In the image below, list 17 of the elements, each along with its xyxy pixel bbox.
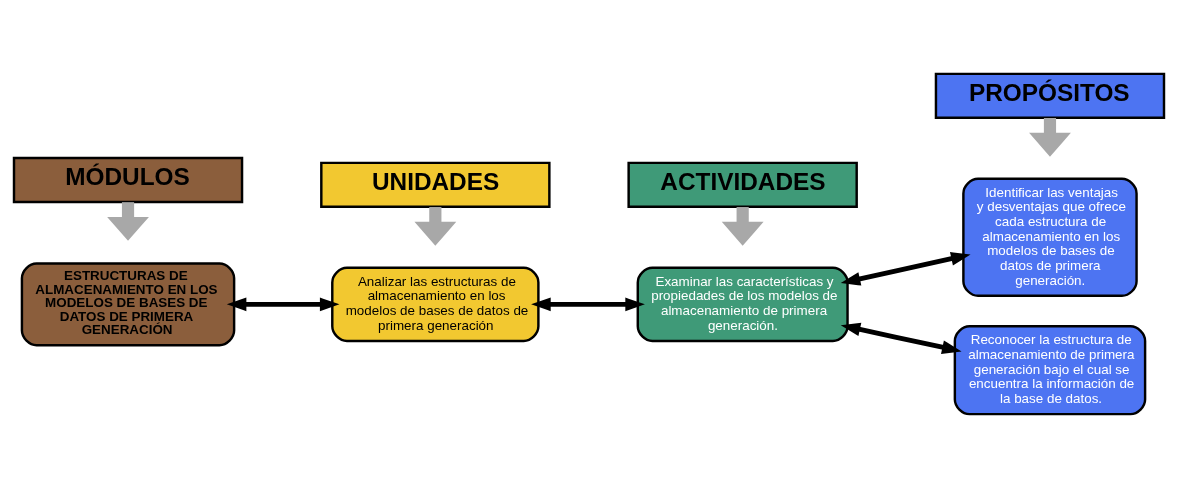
arrow <box>1029 117 1071 157</box>
arrow <box>840 251 971 286</box>
arrow <box>107 201 149 241</box>
arrow <box>414 206 457 246</box>
node-box: Reconocer la estructura de almacenamiento de primera generación bajo el cual se encuentra la información de la base de datos. <box>953 324 1147 415</box>
node-box: PROPÓSITOS <box>934 72 1166 119</box>
node-box: Examinar las características y propiedades de los modelos de almacenamiento de primera generación. <box>636 266 849 342</box>
node-box: Analizar las estructuras de almacenamiento en los modelos de bases de datos de primera generación <box>331 266 540 342</box>
node-box: ACTIVIDADES <box>627 161 858 208</box>
arrow <box>840 322 962 354</box>
node-box: ESTRUCTURAS DE ALMACENAMIENTO EN LOS MODELOS DE BASES DE DATOS DE PRIMERA GENERACIÓN <box>20 261 236 346</box>
arrow <box>226 297 340 311</box>
node-box: Identificar las ventajas y desventajas que ofrece cada estructura de almacenamiento en los modelos de bases de datos de primera generación. <box>962 177 1138 297</box>
arrow <box>531 297 645 311</box>
arrow <box>721 206 764 246</box>
node-box: MÓDULOS <box>12 156 244 203</box>
node-box: UNIDADES <box>320 161 551 208</box>
